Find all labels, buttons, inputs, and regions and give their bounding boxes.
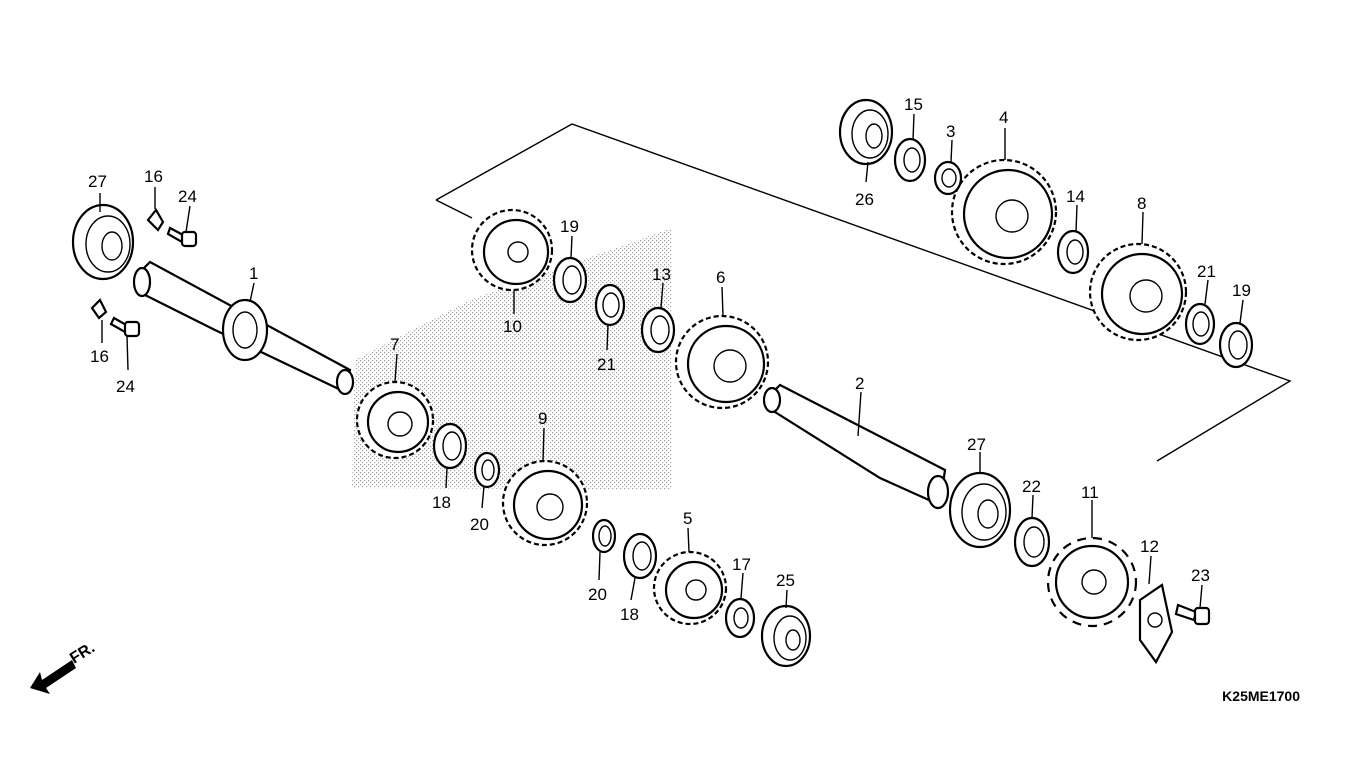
callout-16a: 16	[144, 167, 163, 186]
clip-20b	[591, 518, 617, 554]
callout-14: 14	[1066, 187, 1085, 206]
bearing-27a	[71, 203, 135, 281]
gear-10	[470, 208, 554, 292]
bolt-23	[1174, 603, 1211, 626]
collar-13	[640, 306, 676, 354]
gear-6	[674, 314, 770, 410]
callout-17: 17	[732, 555, 751, 574]
stopper-16a	[146, 208, 165, 232]
countershaft	[762, 383, 950, 510]
clip-21a	[594, 283, 626, 327]
callout-6: 6	[716, 268, 725, 287]
callout-7: 7	[390, 335, 399, 354]
callout-10: 10	[503, 317, 522, 336]
washer-15	[893, 137, 927, 183]
callout-24b: 24	[116, 377, 135, 396]
callout-19b: 19	[1232, 281, 1251, 300]
callout-2: 2	[855, 374, 864, 393]
bolt-24a	[166, 226, 198, 248]
subassembly-outline	[435, 123, 1292, 462]
bearing-27b	[948, 471, 1012, 549]
gear-7	[355, 380, 435, 460]
front-arrow-icon: FR.	[30, 639, 98, 694]
callout-20b: 20	[588, 585, 607, 604]
washer-19b	[1218, 321, 1254, 369]
bearing-26	[838, 98, 894, 166]
callout-27a: 27	[88, 172, 107, 191]
bearing-25	[760, 604, 812, 668]
callout-23: 23	[1191, 566, 1210, 585]
gear-9	[501, 459, 589, 547]
callout-20a: 20	[470, 515, 489, 534]
callout-21b: 21	[1197, 262, 1216, 281]
diagram-code: K25ME1700	[1222, 688, 1300, 704]
callout-15: 15	[904, 95, 923, 114]
callout-27b: 27	[967, 435, 986, 454]
callout-22: 22	[1022, 477, 1041, 496]
callout-18a: 18	[432, 493, 451, 512]
fixing-plate-12	[1138, 583, 1174, 665]
callout-21a: 21	[597, 355, 616, 374]
clip-20a	[473, 451, 501, 489]
collar-3	[933, 160, 963, 196]
washer-18b	[622, 532, 658, 580]
callout-26: 26	[855, 190, 874, 209]
bolt-24b	[109, 316, 141, 338]
callout-11: 11	[1081, 483, 1099, 502]
clip-21b	[1184, 302, 1216, 346]
callout-1: 1	[249, 264, 258, 283]
callout-3: 3	[946, 122, 955, 141]
collar-22	[1013, 516, 1051, 568]
gear-4	[950, 158, 1058, 266]
callout-18b: 18	[620, 605, 639, 624]
callout-12: 12	[1140, 537, 1159, 556]
callout-16b: 16	[90, 347, 109, 366]
callout-labels: 27 16 24 16 24 1 7 18 20 9 10 19 21 13 6…	[88, 95, 1251, 624]
washer-18a	[432, 422, 468, 470]
gear-8	[1088, 242, 1188, 342]
callout-5: 5	[683, 509, 692, 528]
callout-19a: 19	[560, 217, 579, 236]
callout-8: 8	[1137, 194, 1146, 213]
washer-19a	[552, 256, 588, 304]
callout-25: 25	[776, 571, 795, 590]
drive-sprocket-11	[1046, 536, 1138, 628]
callout-4: 4	[999, 108, 1008, 127]
callout-13: 13	[652, 265, 671, 284]
main-shaft	[132, 260, 355, 396]
washer-14	[1056, 229, 1090, 275]
stopper-16b	[90, 298, 108, 320]
washer-17	[724, 597, 756, 639]
callout-24a: 24	[178, 187, 197, 206]
leader-lines	[99, 113, 1244, 609]
callout-9: 9	[538, 409, 547, 428]
gear-5	[652, 550, 728, 626]
